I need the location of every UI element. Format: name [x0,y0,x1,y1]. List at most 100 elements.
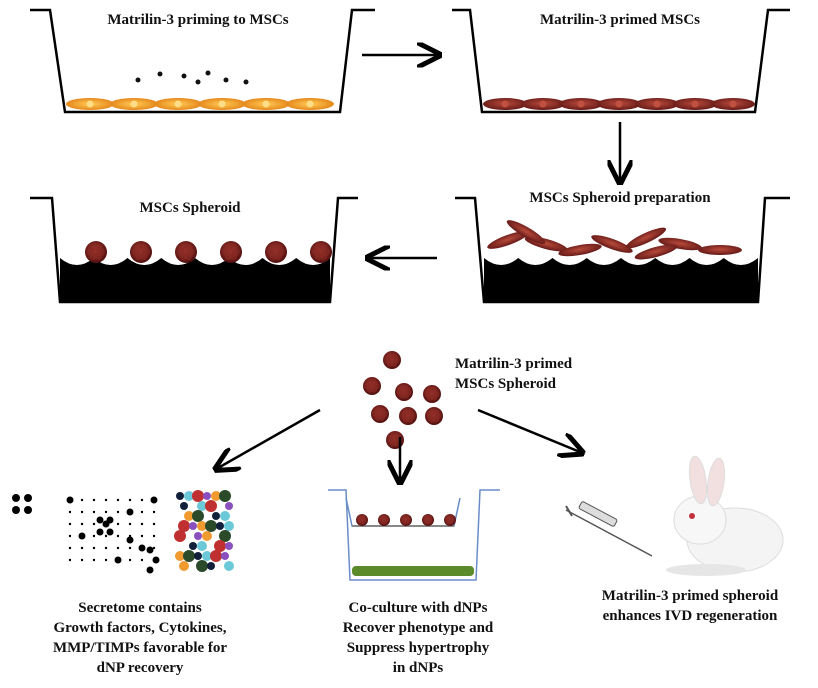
molecule [203,492,211,500]
array-spot [152,546,156,550]
array-spot [146,546,154,554]
cell-nucleus [130,100,138,108]
molecule [197,541,207,551]
well-spheroid-prep [455,196,790,304]
spindle-cell [591,235,633,253]
molecule [174,530,186,542]
array-spot [96,528,104,536]
matrilin-dot [205,70,211,76]
spheroid-icon [422,514,434,526]
cell-nucleus [86,100,94,108]
spheroid-icon [363,377,381,395]
spheroid-icon [425,407,443,425]
syringe-icon [565,501,653,557]
matrilin-dot [181,73,187,79]
molecule [216,522,224,530]
array-spot [66,496,74,504]
array-spot [92,534,96,538]
array-spot [138,544,146,552]
molecule [219,490,231,502]
array-spot [116,546,120,550]
molecule [194,552,202,560]
spindle-cell [625,227,667,249]
dnp-layer [352,566,474,576]
array-spot [116,522,120,526]
molecule [224,521,234,531]
molecule [225,542,233,550]
array-spot [140,522,144,526]
label-primed-spheroid-1: Matrilin-3 primed [455,356,573,372]
array-spot [152,556,160,564]
spheroid-icon [383,351,401,369]
array-spot [104,546,108,550]
orange-cell-layer [66,98,334,110]
spheroid-icon [378,514,390,526]
array-spot [92,522,96,526]
molecule [207,562,215,570]
caption-secretome: Secretome contains Growth factors, Cytok… [52,600,228,676]
cell-nucleus [174,100,182,108]
cell-nucleus [218,100,226,108]
molecule [202,551,212,561]
label-priming: Matrilin-3 priming to MSCs [107,12,289,28]
array-spot [146,566,154,574]
molecule [183,550,195,562]
spheroid-icon [444,514,456,526]
spindle-cell [506,220,546,244]
cell-nucleus [729,100,737,108]
matrilin-dots [135,70,249,85]
spheroid-icon [175,241,197,263]
array-spot [116,534,120,538]
array-spot [92,546,96,550]
molecule [178,520,190,532]
molecule [175,551,185,561]
label-primed-spheroid-2: MSCs Spheroid [455,376,557,392]
molecule [219,530,231,542]
array-spot [24,506,32,514]
primed-cell-layer [483,98,755,110]
spheroid-cluster [363,351,443,449]
spindle-cell [634,244,678,260]
caption-coculture: Co-culture with dNPs Recover phenotype a… [342,600,494,676]
array-spot [116,498,120,502]
array-spot [24,494,32,502]
spheroid-icon [265,241,287,263]
array-spot [68,534,72,538]
array-spot [92,558,96,562]
molecule [180,502,188,510]
protein-array-icon [12,494,160,574]
molecule [189,542,197,550]
molecule [194,532,202,540]
spheroid-icon [85,241,107,263]
array-spot [126,508,134,516]
cell-nucleus [501,100,509,108]
array-spot [104,510,108,514]
well-primed [452,8,790,114]
array-spot [116,510,120,514]
array-spot [150,496,158,504]
molecule [225,502,233,510]
array-spot [68,558,72,562]
array-spot [140,510,144,514]
array-spot [80,546,84,550]
array-spot [96,516,104,524]
molecule [220,511,230,521]
cell-nucleus [306,100,314,108]
array-spot [140,498,144,502]
molecule [176,492,184,500]
transwell-icon [328,489,500,581]
array-spot [106,528,114,536]
spheroid-layer [85,241,332,263]
cell-nucleus [539,100,547,108]
arrow-icon [477,408,580,452]
array-spot [78,532,86,540]
array-spot [68,546,72,550]
spheroid-icon [399,407,417,425]
spheroid-icon [130,241,152,263]
array-spot [104,558,108,562]
matrilin-dot [243,79,249,85]
spindle-cell [558,243,602,257]
molecule [214,540,226,552]
molecule [196,560,208,572]
